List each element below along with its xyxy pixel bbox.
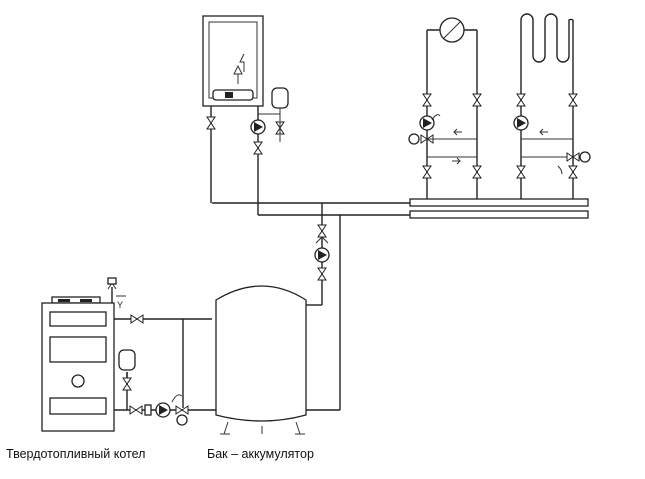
boiler-thermometer-icon <box>71 374 85 388</box>
wall-boiler-expansion-tank-icon <box>271 87 289 109</box>
filter-icon <box>144 404 152 416</box>
wall-boiler-icon <box>202 15 289 215</box>
floor-heating-coil-icon <box>520 13 574 80</box>
expansion-valve-icon <box>122 377 132 391</box>
boiler-return-pipe <box>114 349 216 426</box>
boiler-caption: Твердотопливный котел <box>6 447 146 461</box>
distribution-manifold-top <box>409 198 589 207</box>
tank-caption: Бак – аккумулятор <box>207 447 314 461</box>
main-manifold <box>212 198 589 219</box>
expansion-tank-icon <box>118 349 136 371</box>
tank-supply-valve-icon <box>317 224 327 238</box>
circuit1-pump-icon <box>419 115 435 131</box>
flow-arrow-icon <box>431 114 441 121</box>
tank-supply-pump-icon <box>314 247 330 263</box>
boiler-safety-group-icon: Y <box>107 277 126 310</box>
tank-body <box>215 285 307 422</box>
circuit2-pump-icon <box>513 115 529 131</box>
supply-valve-icon <box>130 314 144 324</box>
boiler-loading-door <box>49 336 107 363</box>
heating-circuit-2 <box>513 13 591 199</box>
three-way-actuator-icon <box>176 414 188 426</box>
heating-circuit-1 <box>408 17 482 199</box>
flow-arrow-icon <box>557 165 563 175</box>
buffer-tank <box>215 285 307 435</box>
return-pump-icon <box>155 402 171 418</box>
svg-text:Y: Y <box>117 300 123 310</box>
three-way-valve-icon <box>175 405 189 415</box>
tank-supply-pipe <box>306 211 330 306</box>
distribution-manifold-bottom <box>409 210 589 219</box>
boiler-supply-pipe <box>114 314 212 408</box>
return-valve-icon <box>129 405 143 415</box>
solid-fuel-boiler <box>41 296 115 432</box>
boiler-ash-door <box>49 397 107 415</box>
wall-boiler-pump-icon <box>250 119 266 135</box>
flow-arrow-icon <box>171 394 183 403</box>
tank-supply-valve2-icon <box>317 267 327 281</box>
tank-return-pipe <box>306 216 341 411</box>
boiler-upper-door <box>49 311 107 327</box>
